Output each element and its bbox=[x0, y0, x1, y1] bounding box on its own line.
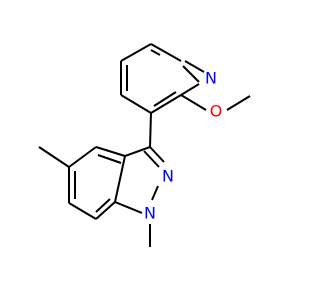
bond bbox=[150, 49, 161, 56]
bond bbox=[95, 146, 126, 157]
indazole-n2-label: N bbox=[162, 167, 174, 186]
bond bbox=[95, 198, 111, 213]
bond bbox=[150, 94, 182, 114]
bond bbox=[114, 201, 143, 214]
bond bbox=[97, 154, 122, 164]
bond bbox=[149, 146, 165, 163]
bond bbox=[120, 43, 152, 62]
bond bbox=[184, 60, 205, 73]
bond bbox=[149, 112, 152, 148]
bond bbox=[38, 146, 70, 168]
bond bbox=[180, 83, 200, 96]
molecule-structure: N O N N bbox=[38, 43, 251, 247]
atom-labels: N O N N bbox=[144, 69, 222, 223]
bond bbox=[180, 94, 207, 111]
bond bbox=[68, 146, 97, 168]
bond bbox=[124, 146, 151, 157]
methoxy-oxygen-label: O bbox=[210, 102, 223, 121]
bond bbox=[120, 94, 152, 114]
bond bbox=[114, 155, 126, 203]
bond bbox=[68, 202, 97, 220]
bond bbox=[150, 43, 182, 62]
indazole-n1-label: N bbox=[144, 204, 156, 223]
bond bbox=[151, 185, 159, 201]
bonds bbox=[38, 43, 251, 247]
bond bbox=[226, 95, 251, 111]
pyridine-nitrogen-label: N bbox=[205, 69, 217, 88]
bond bbox=[182, 65, 200, 83]
bond bbox=[143, 150, 160, 168]
bond bbox=[153, 91, 177, 107]
bond bbox=[95, 201, 116, 220]
